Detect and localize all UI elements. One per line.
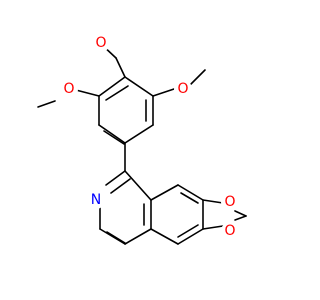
bond	[103, 130, 125, 145]
oxygen-atom-label: O	[63, 81, 74, 97]
bond	[202, 225, 224, 230]
bond-lines	[37, 42, 247, 245]
bond	[115, 57, 126, 78]
bond	[177, 224, 199, 238]
bond	[106, 231, 126, 244]
label-background	[221, 193, 239, 211]
bond	[105, 170, 126, 186]
label-background	[87, 191, 105, 209]
bond	[177, 228, 204, 245]
oxygen-atom-label: O	[224, 223, 235, 239]
label-background	[60, 80, 78, 98]
bond	[37, 100, 56, 108]
bond	[124, 228, 152, 245]
bond	[150, 228, 179, 245]
bond	[234, 210, 247, 217]
bond	[124, 124, 154, 144]
atom-labels: O O O N O O	[60, 34, 239, 240]
oxygen-atom-label: O	[224, 194, 235, 210]
bond	[124, 170, 152, 201]
bond	[124, 76, 154, 97]
label-background	[92, 34, 110, 52]
nitrogen-atom-label: N	[91, 192, 101, 208]
bond	[152, 88, 175, 97]
bond	[110, 178, 131, 194]
label-background	[174, 80, 192, 98]
oxygen-atom-label: O	[177, 81, 188, 97]
bond	[99, 228, 126, 245]
molecule-structure: O O O N O O	[37, 34, 247, 245]
bond	[180, 192, 199, 204]
bond	[150, 184, 179, 201]
bond	[202, 199, 224, 204]
label-background	[221, 222, 239, 240]
bond	[234, 215, 247, 221]
oxygen-atom-label: O	[95, 35, 106, 51]
bond	[190, 69, 206, 85]
bond	[177, 184, 204, 201]
bond	[105, 85, 129, 101]
bond	[98, 76, 126, 97]
bond	[98, 124, 126, 144]
